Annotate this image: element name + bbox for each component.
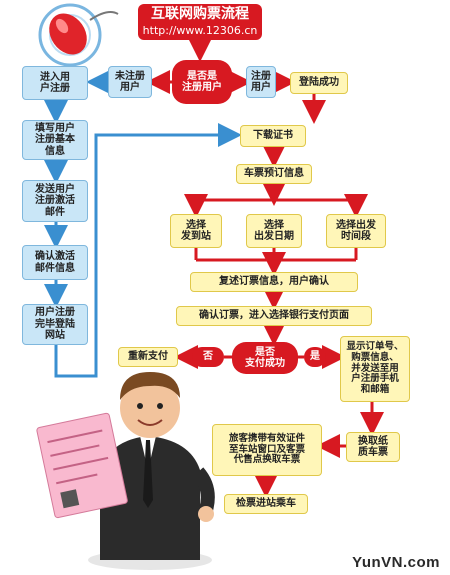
step-board: 检票进站乘车 bbox=[224, 494, 308, 514]
step-repay: 重新支付 bbox=[118, 347, 178, 367]
step-review: 复述订票信息，用户确认 bbox=[190, 272, 358, 292]
step-show-order: 显示订单号、 购票信息、 并发送至用 户注册手机 和邮箱 bbox=[340, 336, 410, 402]
label-yes: 是 bbox=[304, 347, 326, 367]
decision-paid: 是否 支付成功 bbox=[232, 342, 298, 374]
unregistered-label: 未注册 用户 bbox=[108, 66, 152, 98]
label-no: 否 bbox=[192, 347, 224, 367]
ticket-illustration bbox=[36, 412, 128, 519]
site-url: http://www.12306.cn bbox=[142, 23, 258, 37]
step-confirm-activation: 确认激活 邮件信息 bbox=[22, 245, 88, 280]
man-illustration bbox=[61, 372, 215, 570]
step-register-complete: 用户注册 完毕登陆 网站 bbox=[22, 304, 88, 345]
step-send-activation: 发送用户 注册激活 邮件 bbox=[22, 180, 88, 222]
registered-label: 注册 用户 bbox=[246, 66, 276, 98]
title-text: 互联网购票流程 bbox=[151, 6, 249, 23]
decision-registered: 是否是 注册用户 bbox=[172, 60, 232, 104]
mouse-icon bbox=[38, 3, 119, 67]
page-title: 互联网购票流程 http://www.12306.cn bbox=[138, 4, 262, 40]
watermark: YunVN.com bbox=[352, 554, 440, 571]
step-booking-info: 车票预订信息 bbox=[236, 164, 312, 184]
choose-date: 选择 出发日期 bbox=[246, 214, 302, 248]
step-exchange: 换取纸 质车票 bbox=[346, 432, 400, 462]
choose-time: 选择出发 时间段 bbox=[326, 214, 386, 248]
step-enter-register: 进入用 户注册 bbox=[22, 66, 88, 100]
step-download-cert: 下载证书 bbox=[240, 125, 306, 147]
step-login-success: 登陆成功 bbox=[290, 72, 348, 94]
step-passenger-note: 旅客携带有效证件 至车站窗口及客票 代售点换取车票 bbox=[212, 424, 322, 476]
step-fill-info: 填写用户 注册基本 信息 bbox=[22, 120, 88, 160]
choose-from-station: 选择 发到站 bbox=[170, 214, 222, 248]
step-confirm-pay: 确认订票，进入选择银行支付页面 bbox=[176, 306, 372, 326]
